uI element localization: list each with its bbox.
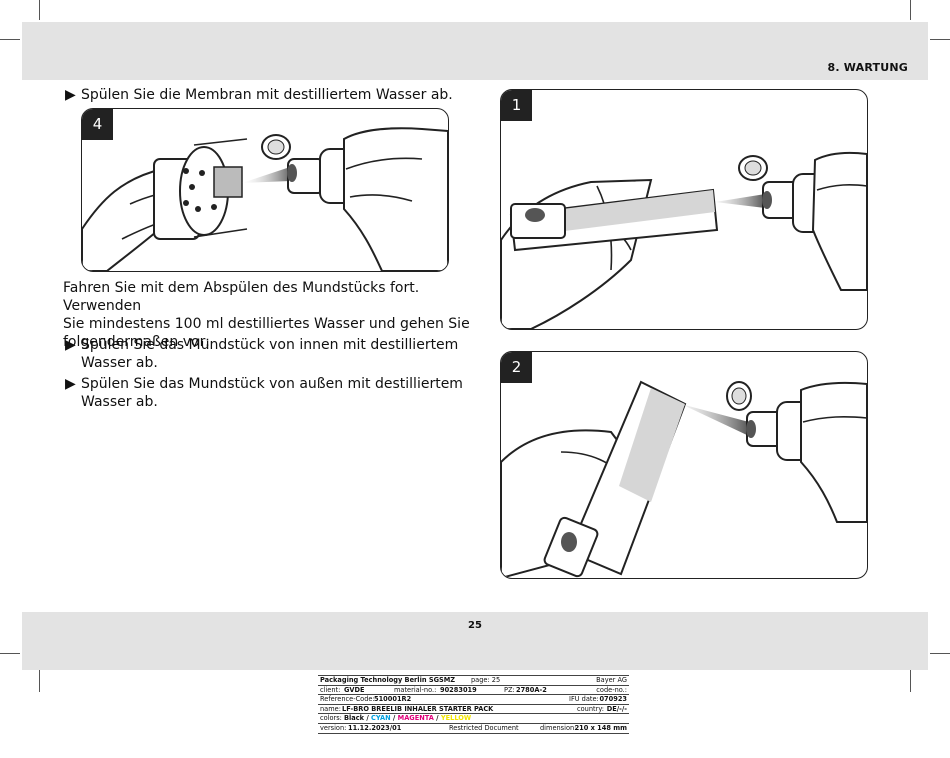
pz-label: PZ: <box>504 685 515 694</box>
crop-mark <box>0 653 20 654</box>
membrane-rinse-illustration <box>82 127 448 271</box>
country-label: country: <box>577 704 604 713</box>
name-label: name: <box>320 704 341 713</box>
dimension-value: 210 x 148 mm <box>574 723 627 732</box>
step-outside-line: Wasser ab. <box>81 394 158 410</box>
figure-2-badge: 2 <box>501 352 532 383</box>
name-value: LF-BRO BREELIB INHALER STARTER PACK <box>342 704 494 713</box>
color-yellow: YELLOW <box>440 714 472 723</box>
bullet-triangle-icon: ▶ <box>65 87 76 103</box>
owner: Bayer AG <box>596 676 627 684</box>
material-label: material-no.: <box>394 685 437 694</box>
color-separator: / <box>433 714 441 723</box>
bullet-triangle-icon: ▶ <box>65 337 76 353</box>
step-inside-line: Wasser ab. <box>81 355 158 371</box>
info-row: version: 11.12.2023/01 Restricted Docume… <box>318 724 629 734</box>
crop-mark <box>39 0 40 20</box>
figure-4-badge: 4 <box>82 109 113 140</box>
client-label: client: <box>320 685 341 694</box>
pz-value: 2780A-2 <box>516 685 547 694</box>
restricted-note: Restricted Document <box>449 723 519 732</box>
step-outside-line: Spülen Sie das Mundstück von außen mit d… <box>81 376 463 392</box>
version-label: version: <box>320 723 347 732</box>
material-value: 90283019 <box>440 685 477 694</box>
crop-mark <box>910 0 911 20</box>
info-row: Reference-Code: 510001R2 IFU date: 07092… <box>318 695 629 705</box>
page-number: 25 <box>468 620 482 631</box>
footer-band <box>22 612 928 670</box>
figure-1-badge: 1 <box>501 90 532 121</box>
step-membrane-text: Spülen Sie die Membran mit destilliertem… <box>81 87 453 103</box>
color-black: Black <box>344 714 365 723</box>
print-info-box: Packaging Technology Berlin SGSMZ page: … <box>318 675 629 734</box>
figure-4: 4 <box>81 108 449 272</box>
color-separator: / <box>390 714 398 723</box>
info-row: name: LF-BRO BREELIB INHALER STARTER PAC… <box>318 705 629 715</box>
crop-mark <box>910 670 911 692</box>
client-value: GVDE <box>344 685 365 694</box>
dimension-label: dimension: <box>540 723 577 732</box>
ifu-label: IFU date: <box>569 695 599 704</box>
crop-mark <box>930 39 950 40</box>
color-separator: / <box>364 714 372 723</box>
country-value: DE/-/- <box>606 704 627 713</box>
intro-line: Sie mindestens 100 ml destilliertes Wass… <box>63 316 470 332</box>
mouthpiece-outside-rinse-illustration <box>501 380 867 578</box>
color-magenta: MAGENTA <box>397 714 434 723</box>
company-name: Packaging Technology Berlin SGSMZ <box>320 676 456 684</box>
version-value: 11.12.2023/01 <box>348 723 402 732</box>
colors-label: colors: <box>320 714 342 723</box>
colors-list: Black / CYAN / MAGENTA / YELLOW <box>344 714 471 723</box>
ref-value: 510001R2 <box>374 695 412 704</box>
info-row: colors: Black / CYAN / MAGENTA / YELLOW <box>318 714 629 724</box>
info-row: client: GVDE material-no.: 90283019 PZ: … <box>318 686 629 696</box>
bullet-triangle-icon: ▶ <box>65 376 76 392</box>
section-title: 8. WARTUNG <box>827 61 908 74</box>
step-inside-line: Spülen Sie das Mundstück von innen mit d… <box>81 337 459 353</box>
crop-mark <box>39 670 40 692</box>
ref-label: Reference-Code: <box>320 695 375 704</box>
ifu-value: 070923 <box>599 695 627 704</box>
color-cyan: CYAN <box>371 714 391 723</box>
code-label: code-no.: <box>596 685 627 694</box>
crop-mark <box>0 39 20 40</box>
page-ref: page: 25 <box>471 676 501 684</box>
figure-2: 2 <box>500 351 868 579</box>
intro-line: Fahren Sie mit dem Abspülen des Mundstüc… <box>63 280 420 314</box>
intro-paragraph: Fahren Sie mit dem Abspülen des Mundstüc… <box>63 279 483 351</box>
info-row: Packaging Technology Berlin SGSMZ page: … <box>318 675 629 686</box>
header-band <box>22 22 928 80</box>
mouthpiece-inside-rinse-illustration <box>501 151 867 329</box>
intro-line: folgendermaßen vor: <box>63 334 210 350</box>
figure-1: 1 <box>500 89 868 330</box>
crop-mark <box>930 653 950 654</box>
